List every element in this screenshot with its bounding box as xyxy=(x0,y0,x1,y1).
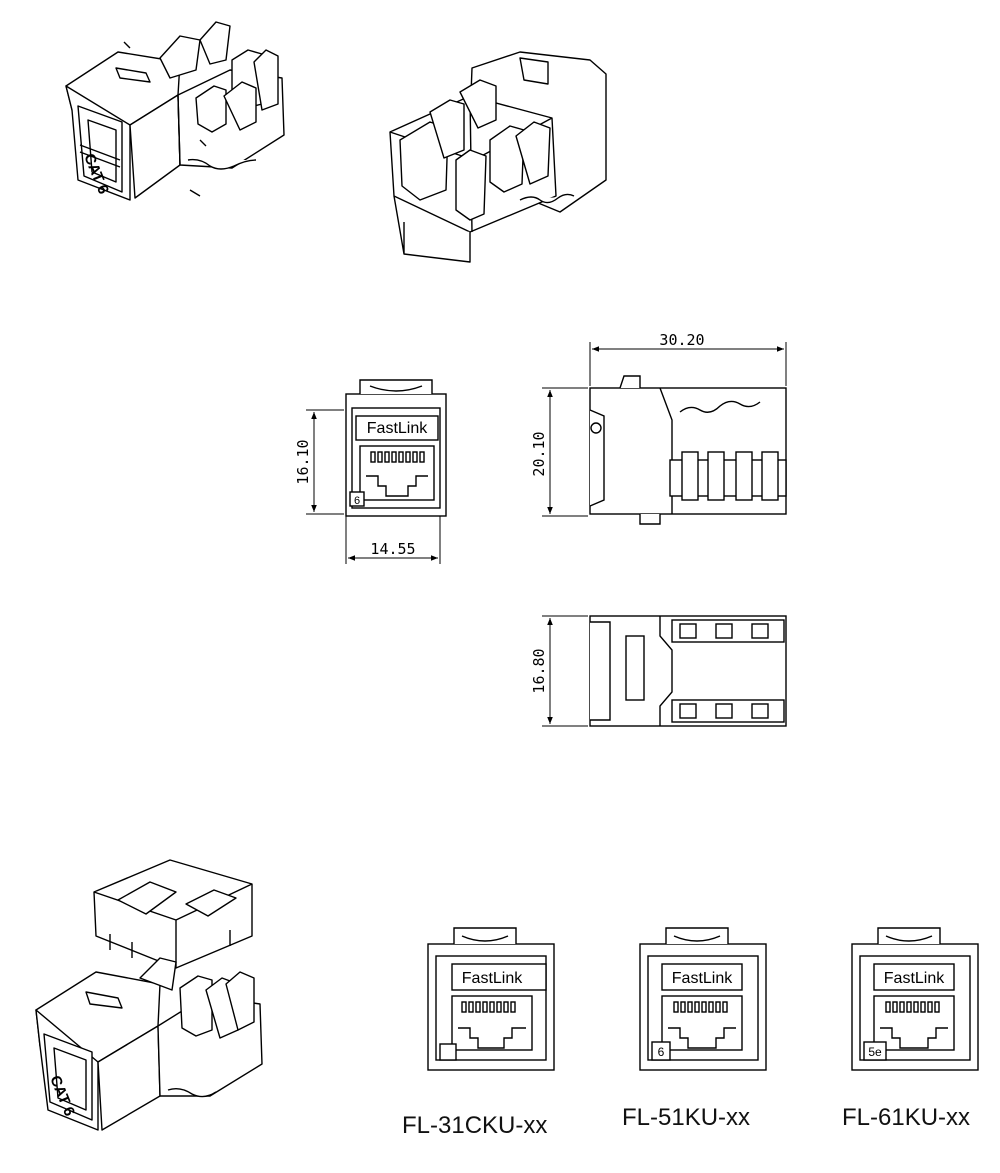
dim-height-label: 20.10 xyxy=(530,431,548,476)
variant-front-3: FastLink 5e xyxy=(851,927,979,1071)
side-view xyxy=(589,375,787,525)
variant-front-2: FastLink 6 xyxy=(639,927,767,1071)
isometric-view-exploded xyxy=(35,859,263,1131)
dim-height xyxy=(542,387,588,517)
variant-1-contact-pins xyxy=(461,1001,516,1013)
variant-2-model-label: FL-51KU-xx xyxy=(622,1104,751,1131)
variant-2-contact-pins xyxy=(673,1001,728,1013)
dim-top-width-label: 16.80 xyxy=(530,648,548,693)
isometric-view-front-left xyxy=(65,21,285,201)
top-view xyxy=(589,615,787,727)
front-brand-logo: FastLink xyxy=(367,420,428,437)
dim-top-width xyxy=(542,615,588,727)
dim-front-height-label: 16.10 xyxy=(294,439,312,484)
variant-front-1: FastLink xyxy=(427,927,555,1071)
variant-1-brand: FastLink xyxy=(462,970,523,987)
variant-2-cat-mark: 6 xyxy=(658,1045,665,1059)
variant-1-model-label: FL-31CKU-xx xyxy=(402,1112,548,1139)
variant-3-model-label: FL-61KU-xx xyxy=(842,1104,971,1131)
variant-2-brand: FastLink xyxy=(672,970,733,987)
isometric-view-rear xyxy=(389,51,607,263)
front-cat-mark: 6 xyxy=(354,495,360,507)
dim-front-width-label: 14.55 xyxy=(370,540,415,558)
dim-front-height xyxy=(306,409,344,515)
dim-depth-label: 30.20 xyxy=(659,331,704,349)
front-view xyxy=(345,379,447,517)
variant-3-cat-mark: 5e xyxy=(868,1045,882,1059)
front-contact-pins xyxy=(370,451,425,463)
dim-front-width xyxy=(345,516,441,564)
variant-3-brand: FastLink xyxy=(884,970,945,987)
variant-3-contact-pins xyxy=(885,1001,940,1013)
dim-depth xyxy=(589,342,787,386)
